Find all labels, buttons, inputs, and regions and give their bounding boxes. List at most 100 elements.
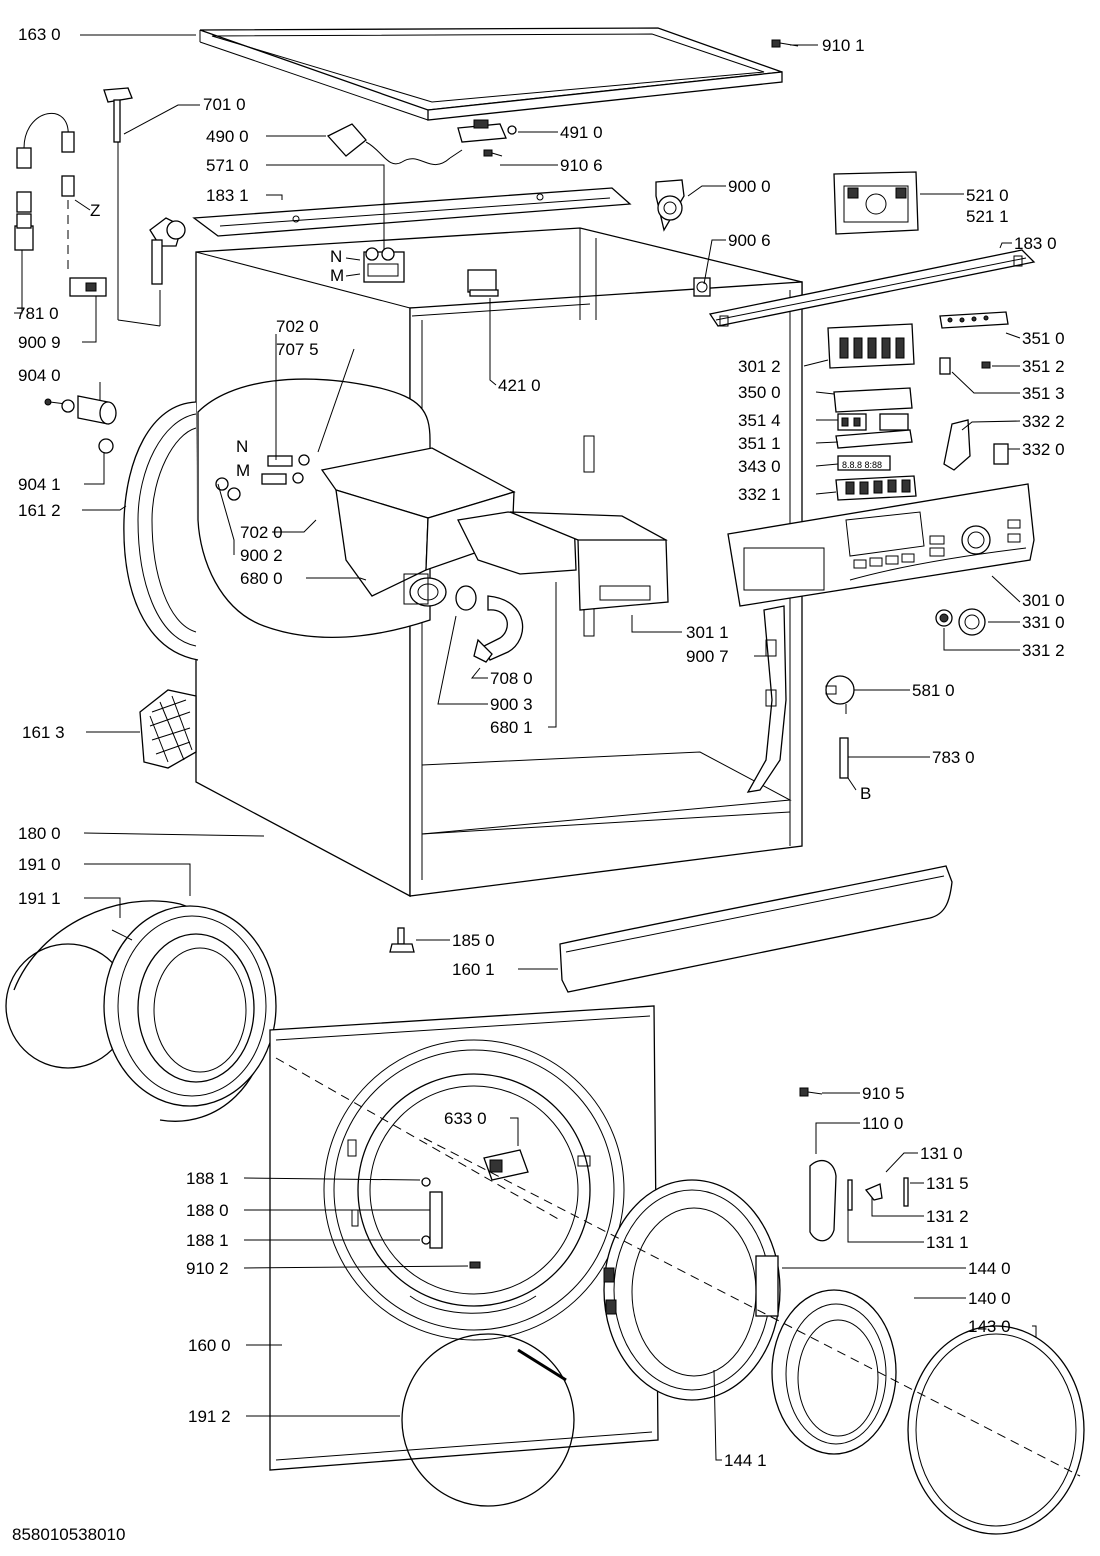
part-label-351-2: 351 2 [1022,357,1065,376]
bolt-part [103,87,161,327]
part-label-351-3: 351 3 [1022,384,1065,403]
part-label-301-1: 301 1 [686,623,729,642]
screw-part [799,1087,823,1097]
part-label-160-0: 160 0 [188,1336,231,1355]
interference-filter-part [457,119,517,143]
part-label-421-0: 421 0 [498,376,541,395]
door-inner-ring-part [907,1325,1085,1535]
part-label-185-0: 185 0 [452,931,495,950]
door-glass-part [771,1289,897,1455]
knob-adapter-part [935,609,953,627]
part-label-521-1: 521 1 [966,207,1009,226]
rod-part [839,737,849,779]
part-label-351-0: 351 0 [1022,329,1065,348]
part-label-161-2: 161 2 [18,501,61,520]
part-label-160-1: 160 1 [452,960,495,979]
part-label-188-0: 188 0 [186,1201,229,1220]
part-label-351-4: 351 4 [738,411,781,430]
part-label-131-0: 131 0 [920,1144,963,1163]
switch-block-part [837,413,909,431]
front-crossbar-part [708,249,1036,327]
door-interlock-part [467,269,499,297]
gasket-wire-part [401,1333,575,1507]
part-label-301-2: 301 2 [738,357,781,376]
svg-text:8.8.8 8:88: 8.8.8 8:88 [842,460,882,470]
door-handle-part [809,1159,837,1242]
dispenser-housing-part [320,447,516,607]
assembly-axis-line [275,1057,561,1221]
part-label-n-mid: N [236,437,248,456]
part-label-n-top: N [330,247,342,266]
part-label-350-0: 350 0 [738,383,781,402]
screw-part [483,149,503,157]
part-label-900-2: 900 2 [240,546,283,565]
part-label-183-1: 183 1 [206,186,249,205]
part-label-301-0: 301 0 [1022,591,1065,610]
door-gasket-part [5,900,277,1122]
door-frame-part [603,1179,781,1401]
part-label-702-0-b: 702 0 [240,523,283,542]
inlet-valve-elbow-part [149,217,186,285]
part-label-143-0: 143 0 [968,1317,1011,1336]
part-label-131-2: 131 2 [926,1207,969,1226]
screw-part [469,1261,481,1269]
button-strip-part [835,429,913,449]
part-label-904-1: 904 1 [18,475,61,494]
button-part [993,443,1009,465]
part-label-900-6: 900 6 [728,231,771,250]
small-connector-part [981,361,991,369]
part-label-191-0: 191 0 [18,855,61,874]
handle-pin-part [847,1177,909,1211]
part-label-910-2: 910 2 [186,1259,229,1278]
part-label-343-0: 343 0 [738,457,781,476]
part-label-702-0-a: 702 0 [276,317,319,336]
part-label-680-0: 680 0 [240,569,283,588]
part-label-581-0: 581 0 [912,681,955,700]
part-drawings: 8.8.8 8:88 [5,27,1085,1535]
door-lock-part [483,1149,529,1181]
part-label-188-1-b: 188 1 [186,1231,229,1250]
part-label-183-0: 183 0 [1014,234,1057,253]
part-label-131-1: 131 1 [926,1233,969,1252]
assembly-axis-line [423,1137,1081,1477]
pcb-board-part [827,323,915,369]
top-lid-part [199,27,783,121]
service-hatch-part [139,689,197,769]
part-label-351-1: 351 1 [738,434,781,453]
part-label-490-0: 490 0 [206,127,249,146]
leader-lines [14,34,1037,1461]
part-label-707-5: 707 5 [276,340,319,359]
part-label-910-6: 910 6 [560,156,603,175]
part-label-191-1: 191 1 [18,889,61,908]
part-label-332-1: 332 1 [738,485,781,504]
door-hinge-part [351,1177,443,1249]
dispenser-hose-part [455,585,524,663]
part-label-188-1-a: 188 1 [186,1169,229,1188]
control-panel-part [727,483,1035,607]
kick-plate-part [559,865,953,993]
part-label-633-0: 633 0 [444,1109,487,1128]
clamp-part [693,277,711,297]
part-label-708-0: 708 0 [490,669,533,688]
part-label-900-3: 900 3 [490,695,533,714]
part-label-110-0: 110 0 [862,1114,903,1133]
part-label-701-0: 701 0 [203,95,246,114]
rear-crossbar-part [192,187,632,237]
electronic-module-part [833,171,919,235]
part-label-783-0: 783 0 [932,748,975,767]
push-buttons-part [835,475,917,501]
part-label-900-9: 900 9 [18,333,61,352]
pump-filter-part [44,395,117,468]
front-panel-part [269,1005,659,1471]
part-label-910-5: 910 5 [862,1084,905,1103]
power-cord-part [326,123,463,165]
program-knob-part [958,608,986,636]
display-board-part [833,387,913,413]
bellow-gasket-part [123,401,199,661]
wiring-harness-part [746,605,787,793]
button-part [943,419,971,471]
part-label-144-1: 144 1 [724,1451,767,1470]
part-label-521-0: 521 0 [966,186,1009,205]
part-label-680-1: 680 1 [490,718,533,737]
part-label-900-7: 900 7 [686,647,729,666]
